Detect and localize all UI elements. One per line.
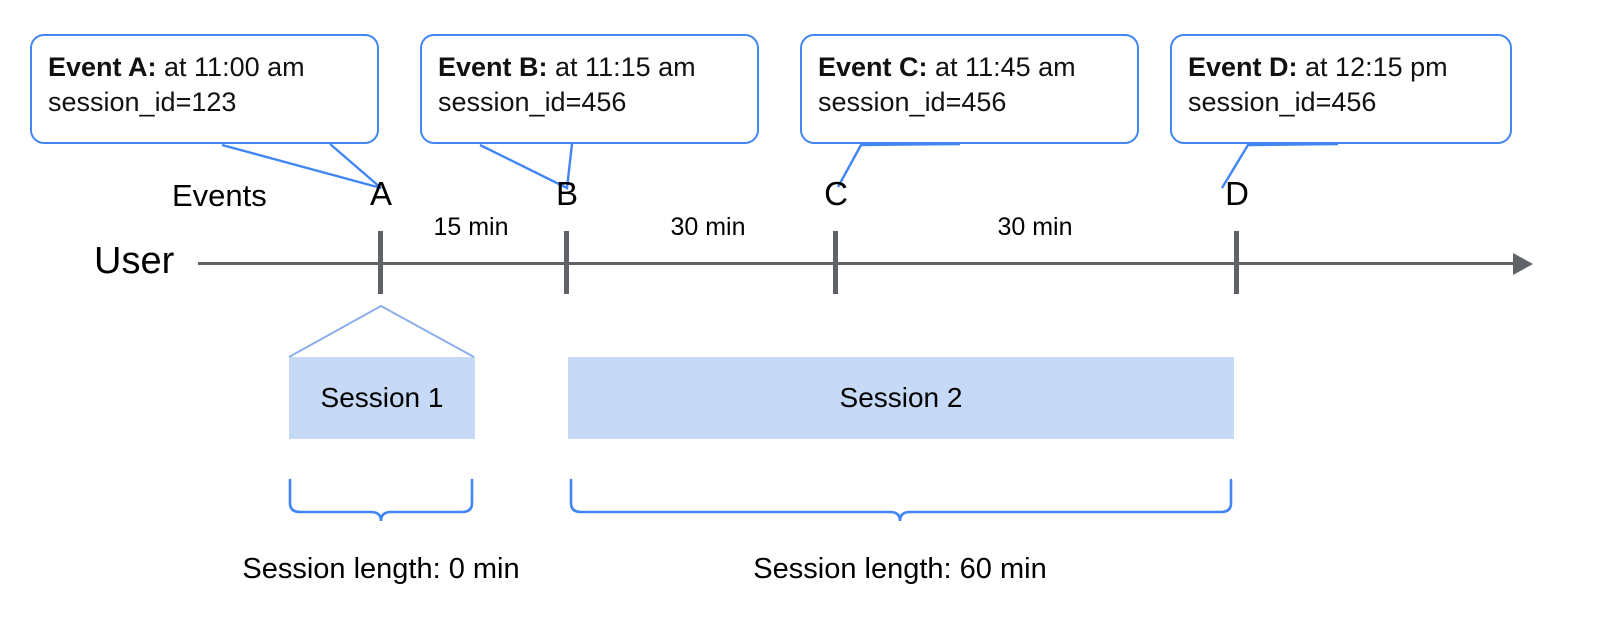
gap-label-c-d: 30 min [997, 213, 1073, 241]
callout-event-b: Event B: at 11:15 am session_id=456 [420, 34, 759, 144]
events-row-label: Events [172, 178, 267, 213]
callout-event-b-detail: at 11:15 am [547, 52, 696, 82]
event-letter-a: A [369, 175, 392, 212]
session-bar-1-label: Session 1 [320, 382, 444, 413]
callout-event-a-detail: at 11:00 am [156, 52, 305, 82]
session-2-length-label: Session length: 60 min [753, 553, 1047, 585]
session-bar-2-label: Session 2 [839, 382, 963, 413]
callout-event-b-line1: Event B: at 11:15 am [438, 50, 741, 85]
event-letter-b: B [555, 175, 578, 212]
session-2-brace-icon [569, 478, 1233, 522]
callout-event-c-detail: at 11:45 am [927, 52, 1076, 82]
callout-event-b-session: session_id=456 [438, 87, 627, 118]
session-bar-2: Session 2 [568, 357, 1234, 439]
callout-event-d: Event D: at 12:15 pm session_id=456 [1170, 34, 1512, 144]
callout-event-a: Event A: at 11:00 am session_id=123 [30, 34, 379, 144]
session-1-brace-icon [288, 478, 474, 522]
callout-event-d-label: Event D: [1188, 52, 1298, 82]
callout-event-c-label: Event C: [818, 52, 928, 82]
callout-event-a-line1: Event A: at 11:00 am [48, 50, 361, 85]
callout-event-c: Event C: at 11:45 am session_id=456 [800, 34, 1139, 144]
callout-event-d-line1: Event D: at 12:15 pm [1188, 50, 1494, 85]
callout-event-d-detail: at 12:15 pm [1297, 52, 1448, 82]
event-letter-c: C [824, 175, 848, 212]
callout-event-d-session: session_id=456 [1188, 87, 1377, 118]
session-1-length-label: Session length: 0 min [242, 553, 520, 585]
tick-event-c [833, 231, 838, 294]
event-letter-d: D [1225, 175, 1249, 212]
tick-event-b [564, 231, 569, 294]
callout-event-c-session: session_id=456 [818, 87, 1007, 118]
callout-event-b-label: Event B: [438, 52, 548, 82]
user-row-label: User [94, 240, 175, 282]
callout-event-c-line1: Event C: at 11:45 am [818, 50, 1121, 85]
gap-label-a-b: 15 min [433, 213, 509, 241]
tick-event-d [1234, 231, 1239, 294]
gap-label-b-c: 30 min [670, 213, 746, 241]
callout-event-a-label: Event A: [48, 52, 157, 82]
session-1-funnel-icon [288, 304, 475, 358]
tick-event-a [378, 231, 383, 294]
session-bar-1: Session 1 [289, 357, 475, 439]
callout-event-a-session: session_id=123 [48, 87, 237, 118]
timeline-arrow-icon [1513, 253, 1533, 275]
timeline-axis [198, 262, 1515, 265]
